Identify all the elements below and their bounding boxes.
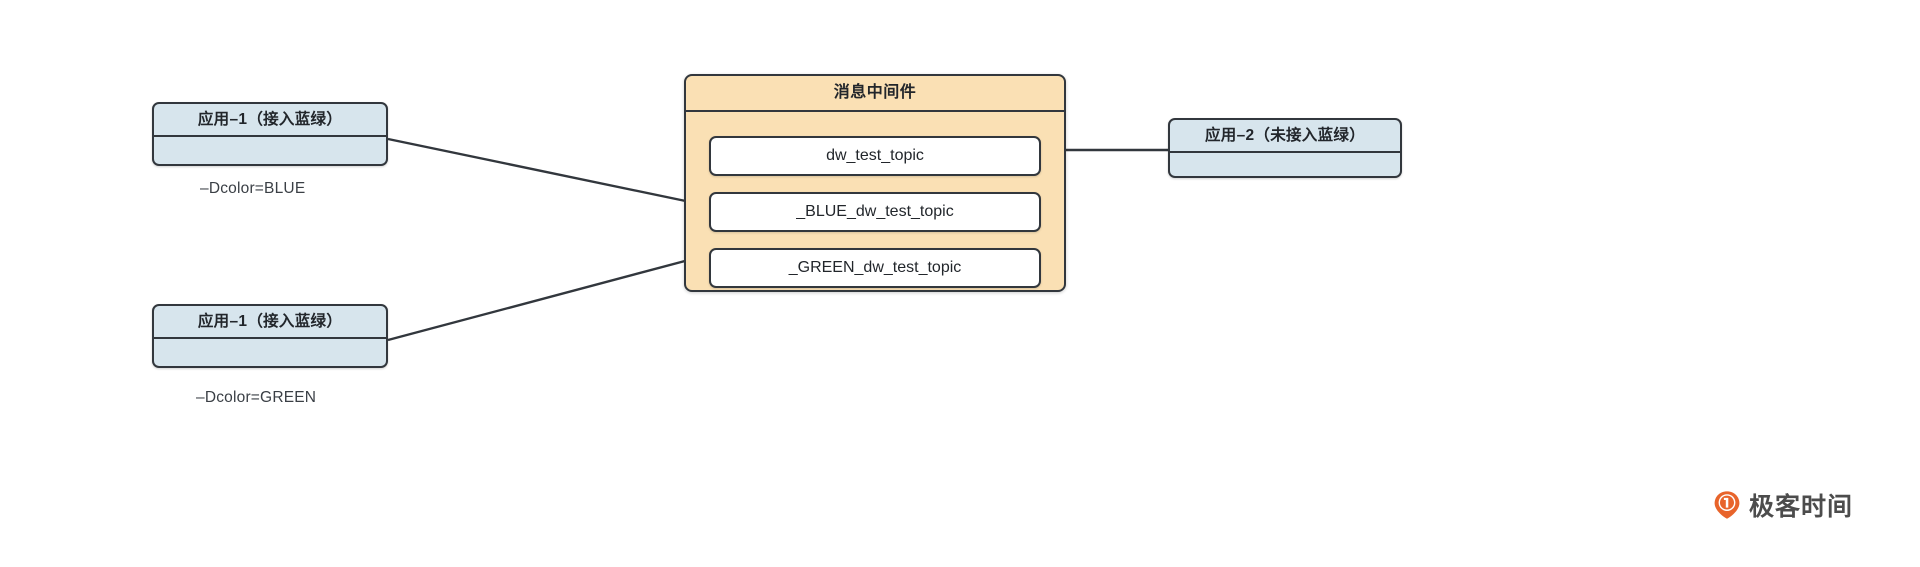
caption-dcolor-blue: –Dcolor=BLUE	[200, 180, 306, 197]
node-app-1-green-title: 应用–1（接入蓝绿）	[154, 306, 386, 339]
geektime-logo-icon	[1714, 491, 1740, 519]
container-message-middleware: 消息中间件 dw_test_topic _BLUE_dw_test_topic …	[684, 74, 1066, 292]
arrow-green-producer-to-green-topic	[387, 254, 701, 342]
middleware-title: 消息中间件	[686, 76, 1064, 112]
topic-green-dw-test-topic[interactable]: _GREEN_dw_test_topic	[709, 248, 1041, 288]
node-app-1-blue-body	[154, 137, 386, 164]
topic-dw-test-topic[interactable]: dw_test_topic	[709, 136, 1041, 176]
watermark-label: 极客时间	[1749, 493, 1854, 521]
node-app-2[interactable]: 应用–2（未接入蓝绿）	[1168, 118, 1402, 178]
watermark-geektime: 极客时间	[1712, 487, 1853, 523]
node-app-1-blue-title: 应用–1（接入蓝绿）	[154, 104, 386, 137]
middleware-topic-list: dw_test_topic _BLUE_dw_test_topic _GREEN…	[686, 112, 1064, 310]
node-app-1-green[interactable]: 应用–1（接入蓝绿）	[152, 304, 388, 368]
topic-blue-dw-test-topic[interactable]: _BLUE_dw_test_topic	[709, 192, 1041, 232]
caption-dcolor-green: –Dcolor=GREEN	[196, 389, 317, 406]
node-app-2-body	[1170, 153, 1400, 176]
node-app-1-green-body	[154, 339, 386, 366]
arrow-blue-producer-to-blue-topic	[387, 137, 701, 207]
node-app-2-title: 应用–2（未接入蓝绿）	[1170, 120, 1400, 153]
node-app-1-blue[interactable]: 应用–1（接入蓝绿）	[152, 102, 388, 166]
